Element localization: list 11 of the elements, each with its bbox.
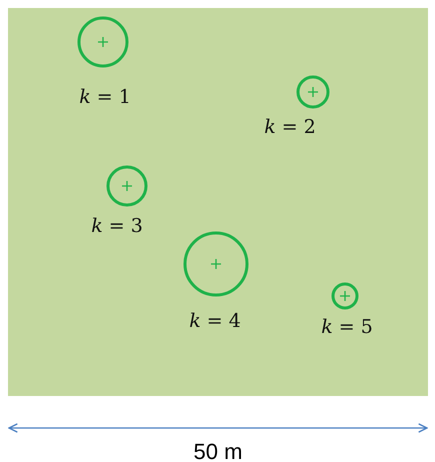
circle-marker: [106, 165, 148, 207]
circle-label: k = 1: [79, 86, 131, 108]
circle-label: k = 2: [264, 116, 316, 138]
circle-marker: [183, 231, 249, 297]
circle-label: k = 4: [189, 310, 241, 332]
circle-marker: [331, 282, 359, 310]
circle-label: k = 3: [91, 215, 143, 237]
dimension-label: 50 m: [194, 439, 242, 462]
circle-marker: [296, 75, 330, 109]
circle-label: k = 5: [321, 316, 373, 338]
circle-marker: [77, 16, 129, 68]
